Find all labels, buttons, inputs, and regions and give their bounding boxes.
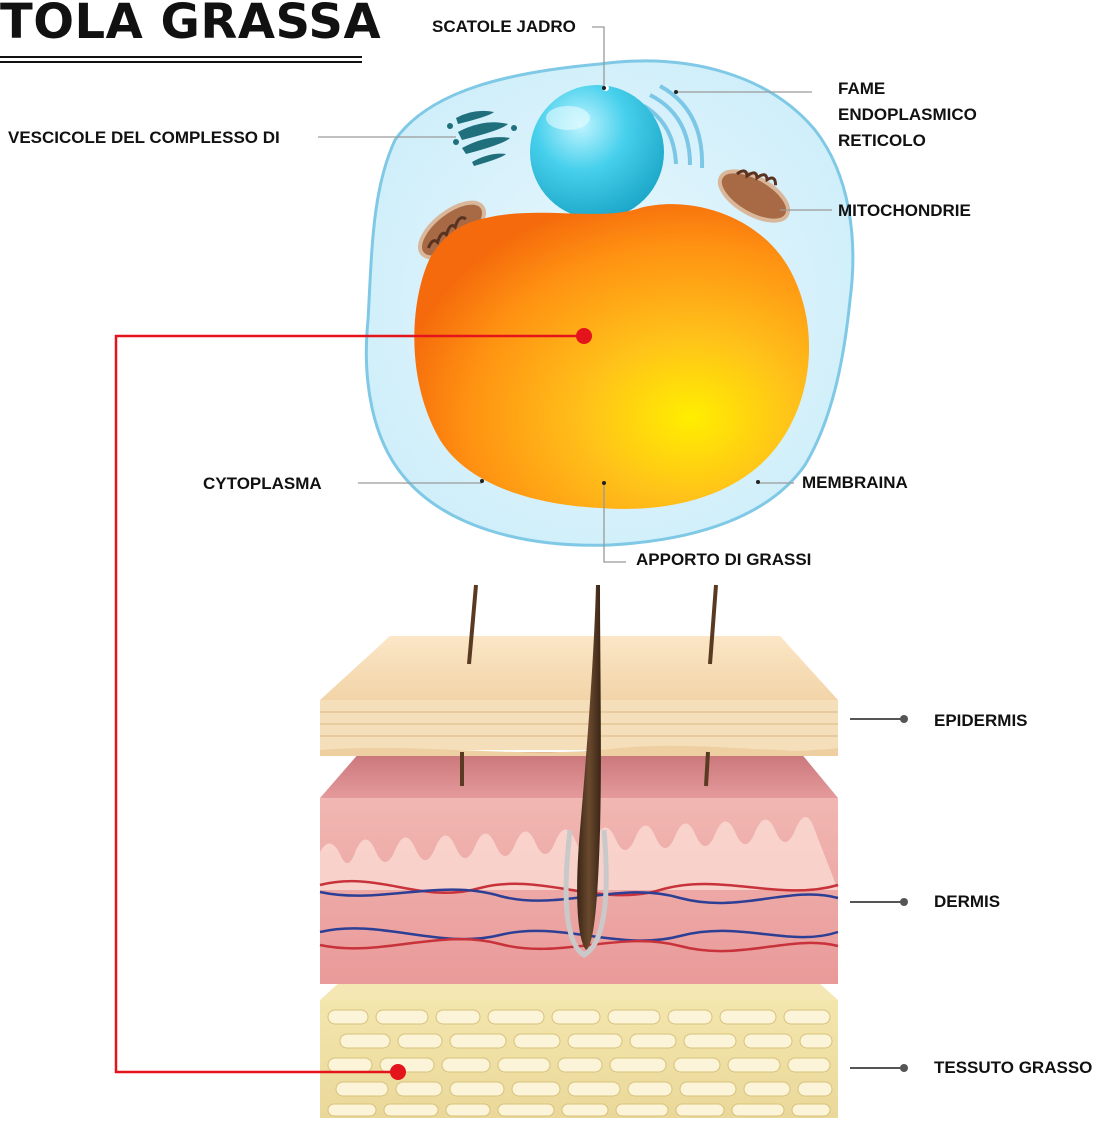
- title-underline-second: [0, 61, 362, 63]
- cytoplasm-label: CYTOPLASMA: [203, 471, 322, 497]
- skin-pointers: [850, 715, 908, 1072]
- page-title: TOLA GRASSA: [0, 0, 381, 50]
- mitochondria-label: MITOCHONDRIE: [838, 198, 971, 224]
- er-label: FAME ENDOPLASMICO RETICOLO: [838, 76, 977, 154]
- title-underline: [0, 56, 362, 58]
- epidermis-label: EPIDERMIS: [934, 708, 1028, 734]
- nucleus: [530, 85, 664, 219]
- dermis-label: DERMIS: [934, 889, 1000, 915]
- skin-cross-section: [320, 585, 838, 1118]
- fat-tissue-label: TESSUTO GRASSO: [934, 1055, 1092, 1081]
- connector-dot-cell: [576, 328, 592, 344]
- epidermis-layer: [320, 636, 838, 756]
- fat-cell: [366, 61, 852, 545]
- fat-droplet: [414, 204, 809, 509]
- nucleus-label: SCATOLE JADRO: [432, 14, 576, 40]
- fat-tissue-layer: [320, 982, 838, 1118]
- connector-dot-tissue: [390, 1064, 406, 1080]
- membrane-label: MEMBRAINA: [802, 470, 908, 496]
- fat-supply-label: APPORTO DI GRASSI: [636, 547, 811, 573]
- golgi-label: VESCICOLE DEL COMPLESSO DI: [8, 125, 280, 151]
